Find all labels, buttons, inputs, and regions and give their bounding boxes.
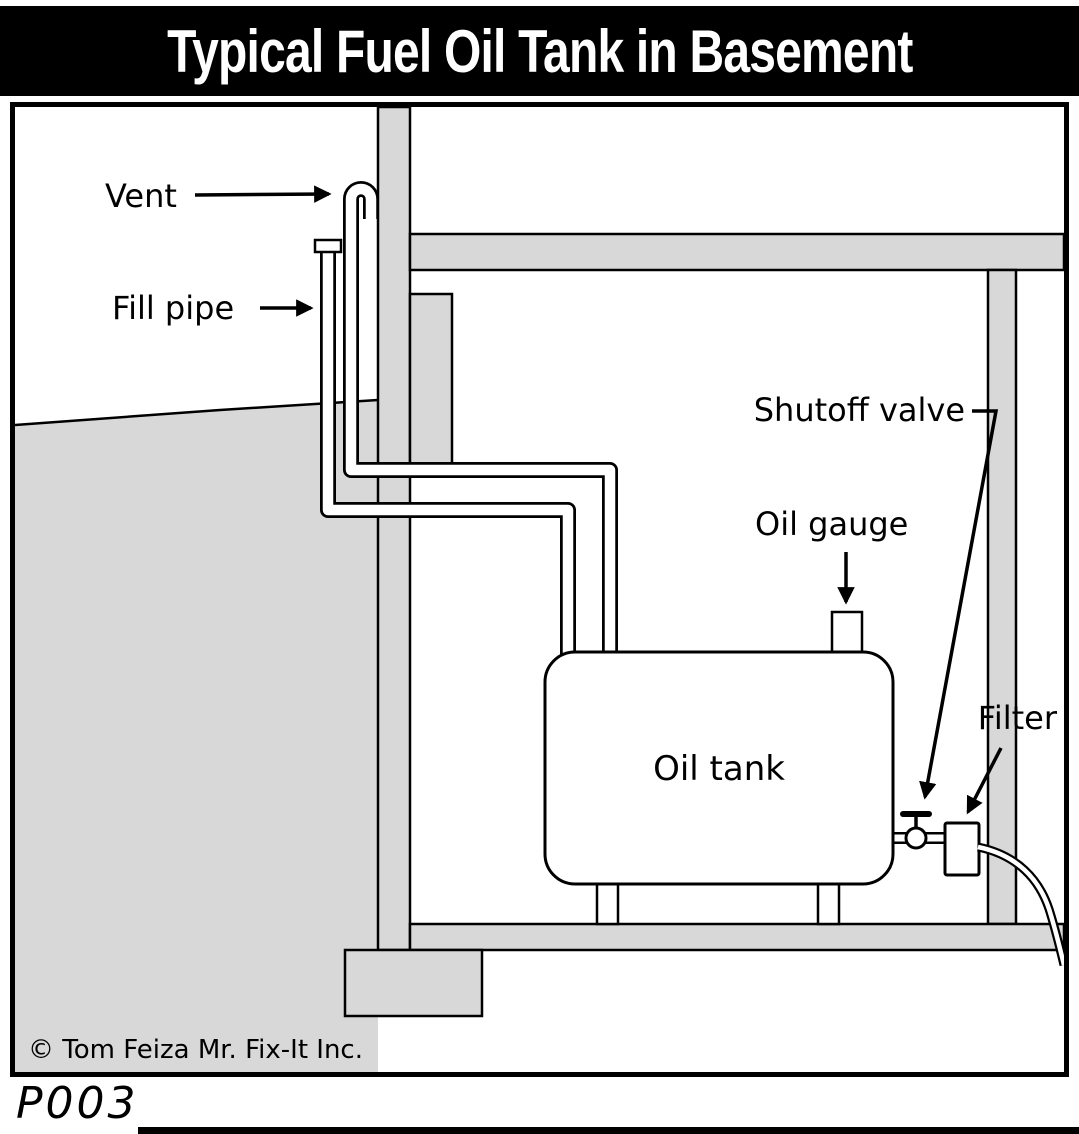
filter-arrow [966, 747, 1003, 815]
valve-body [904, 826, 928, 850]
oil-supply-line [977, 842, 1064, 967]
bottom-rule [138, 1127, 1079, 1134]
soil-fill [15, 400, 378, 1072]
wall-footing [343, 948, 484, 1018]
oil-gauge [830, 610, 864, 656]
title-bar: Typical Fuel Oil Tank in Basement [0, 6, 1079, 96]
oil-gauge-label: Oil gauge [755, 505, 908, 543]
fill-pipe-bore [322, 252, 574, 659]
fill-pipe [313, 238, 576, 659]
fill-pipe-label: Fill pipe [112, 289, 234, 327]
oil-line-bore [977, 844, 1064, 966]
filter-label: Filter [978, 699, 1058, 737]
drawing-code: P003 [16, 1078, 139, 1129]
copyright-text: © Tom Feiza Mr. Fix-It Inc. [28, 1035, 363, 1065]
shutoff-valve-arrow [919, 409, 999, 800]
vent-label: Vent [105, 177, 177, 215]
diagram-canvas: Oil tank Vent Fill pipe Shutoff valve [15, 107, 1064, 1072]
first-floor-structure [408, 232, 1064, 272]
right-basement-wall [986, 268, 1018, 926]
oil-filter [943, 821, 981, 877]
diagram-frame: Oil tank Vent Fill pipe Shutoff valve [10, 102, 1069, 1077]
oil-tank-label: Oil tank [653, 749, 785, 789]
callouts: Vent Fill pipe Shutoff valve Oil gauge F… [105, 177, 1058, 815]
foundation-wall [376, 107, 412, 952]
vent-pipe-bore [345, 183, 616, 659]
oil-tank-body [543, 650, 895, 886]
wall-pilaster [408, 292, 454, 474]
shutoff-valve-label: Shutoff valve [754, 391, 965, 429]
vent-arrow [194, 185, 332, 203]
basement-floor-slab [408, 922, 1064, 952]
vent-pipe [343, 181, 618, 659]
fill-pipe-cap [313, 238, 343, 254]
page-title: Typical Fuel Oil Tank in Basement [166, 17, 913, 85]
shutoff-valve [900, 811, 932, 850]
